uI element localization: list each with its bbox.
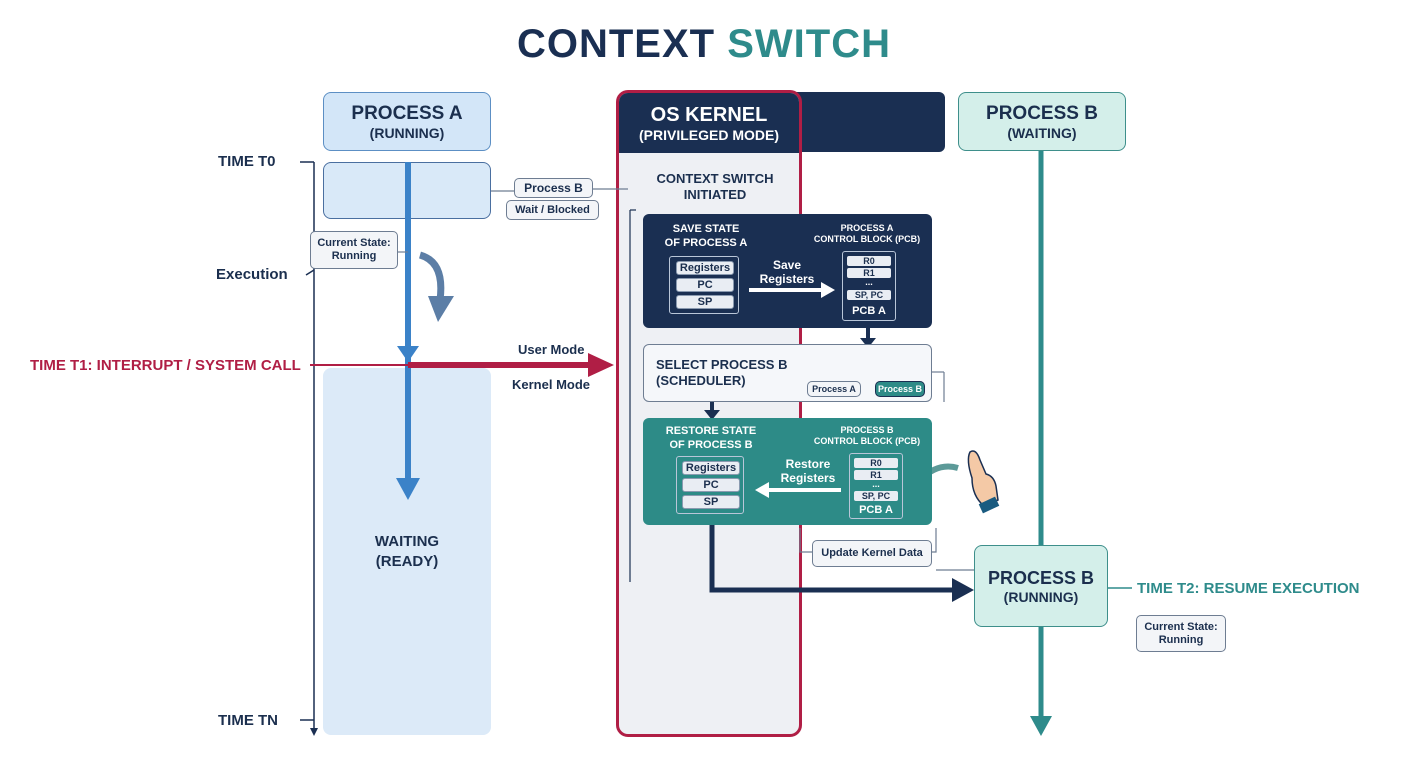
scheduler-option-process-b: Process B <box>875 381 925 397</box>
sp-row: SP <box>676 295 734 309</box>
process-b-resumed-state: (RUNNING) <box>1003 588 1079 605</box>
time-t0-label: TIME T0 <box>218 153 276 170</box>
time-tn-label: TIME TN <box>218 712 278 729</box>
process-a-name: PROCESS A <box>351 102 463 124</box>
process-a-waiting-lane: WAITING (READY) <box>323 368 491 735</box>
current-state-label: Current State: <box>317 237 391 249</box>
restore-arrow <box>755 482 841 498</box>
pcb-b-title: PROCESS B CONTROL BLOCK (PCB) <box>813 425 921 446</box>
process-b-register-stack: Registers PC SP <box>676 456 744 514</box>
process-b-running-box: PROCESS B (RUNNING) <box>974 545 1108 627</box>
kernel-header-extension <box>795 92 945 152</box>
pcb-a-block: R0 R1 ... SP, PC PCB A <box>842 251 896 321</box>
process-a-state: (RUNNING) <box>369 124 445 141</box>
os-kernel-header: OS KERNEL (PRIVILEGED MODE) <box>619 93 799 153</box>
restore-registers-label: Restore Registers <box>780 457 836 485</box>
save-registers-label: Save Registers <box>759 258 815 286</box>
kernel-mode-label: Kernel Mode <box>512 377 591 392</box>
current-state-value: Running <box>331 250 377 262</box>
pcb-a-title: PROCESS A CONTROL BLOCK (PCB) <box>813 223 921 244</box>
title-word-switch: SWITCH <box>727 22 891 66</box>
time-t1-label: TIME T1: INTERRUPT / SYSTEM CALL <box>30 357 301 374</box>
pc-row: PC <box>682 478 740 492</box>
pcb-row-sp-pc: SP, PC <box>854 491 898 501</box>
process-b-resumed-name: PROCESS B <box>987 567 1095 588</box>
select-process-title: SELECT PROCESS B (SCHEDULER) <box>656 357 788 388</box>
ready-label: (READY) <box>375 552 439 570</box>
diagram-title: CONTEXT SWITCH <box>0 22 1408 67</box>
restore-state-block: RESTORE STATE OF PROCESS B PROCESS B CON… <box>643 418 932 525</box>
scheduler-option-process-a: Process A <box>807 381 861 397</box>
pcb-row-sp-pc: SP, PC <box>847 290 891 300</box>
pcb-row-ellipsis: ... <box>865 277 873 287</box>
resume-arrow <box>709 525 955 593</box>
process-a-header: PROCESS A (RUNNING) <box>323 92 491 151</box>
pcb-a-name: PCB A <box>852 305 886 317</box>
restore-state-title: RESTORE STATE OF PROCESS B <box>665 425 757 451</box>
curved-arrow-icon <box>418 251 454 322</box>
register-row: Registers <box>676 261 734 275</box>
save-arrow <box>749 282 835 298</box>
user-mode-label: User Mode <box>518 342 585 357</box>
os-kernel-name: OS KERNEL <box>650 103 768 126</box>
process-b-current-state-tag: Current State: Running <box>1136 615 1226 652</box>
pcb-b-block: R0 R1 ... SP, PC PCB A <box>849 453 903 519</box>
pcb-row-r0: R0 <box>854 458 898 468</box>
select-process-b-block: SELECT PROCESS B (SCHEDULER) Process A P… <box>643 344 932 402</box>
os-kernel-mode: (PRIVILEGED MODE) <box>638 126 779 143</box>
update-kernel-data-tag: Update Kernel Data <box>812 540 932 567</box>
process-a-current-state-tag: Current State: Running <box>310 231 398 269</box>
process-b-header: PROCESS B (WAITING) <box>958 92 1126 151</box>
process-b-state: (WAITING) <box>1007 124 1077 141</box>
sp-row: SP <box>682 495 740 509</box>
pcb-row-r0: R0 <box>847 256 891 266</box>
interrupt-arrow-head <box>588 353 614 377</box>
execution-label: Execution <box>216 266 288 283</box>
waiting-label: WAITING <box>374 532 440 550</box>
pc-row: PC <box>676 278 734 292</box>
pcb-row-ellipsis: ... <box>872 479 880 489</box>
current-state-value: Running <box>1158 633 1204 646</box>
pcb-row-r1: R1 <box>854 470 898 480</box>
save-state-title: SAVE STATE OF PROCESS A <box>664 223 748 249</box>
time-t2-label: TIME T2: RESUME EXECUTION <box>1137 580 1360 597</box>
process-b-tag: Process B <box>514 178 593 198</box>
process-a-register-stack: Registers PC SP <box>669 256 739 314</box>
context-switch-initiated: CONTEXT SWITCH INITIATED <box>656 171 774 202</box>
process-b-name: PROCESS B <box>986 102 1098 124</box>
current-state-label: Current State: <box>1144 620 1218 633</box>
register-row: Registers <box>682 461 740 475</box>
save-state-block: SAVE STATE OF PROCESS A PROCESS A CONTRO… <box>643 214 932 328</box>
process-b-status-tag: Wait / Blocked <box>506 200 599 220</box>
pcb-row-r1: R1 <box>847 268 891 278</box>
pcb-b-name: PCB A <box>859 504 893 516</box>
title-word-context: CONTEXT <box>516 22 716 66</box>
